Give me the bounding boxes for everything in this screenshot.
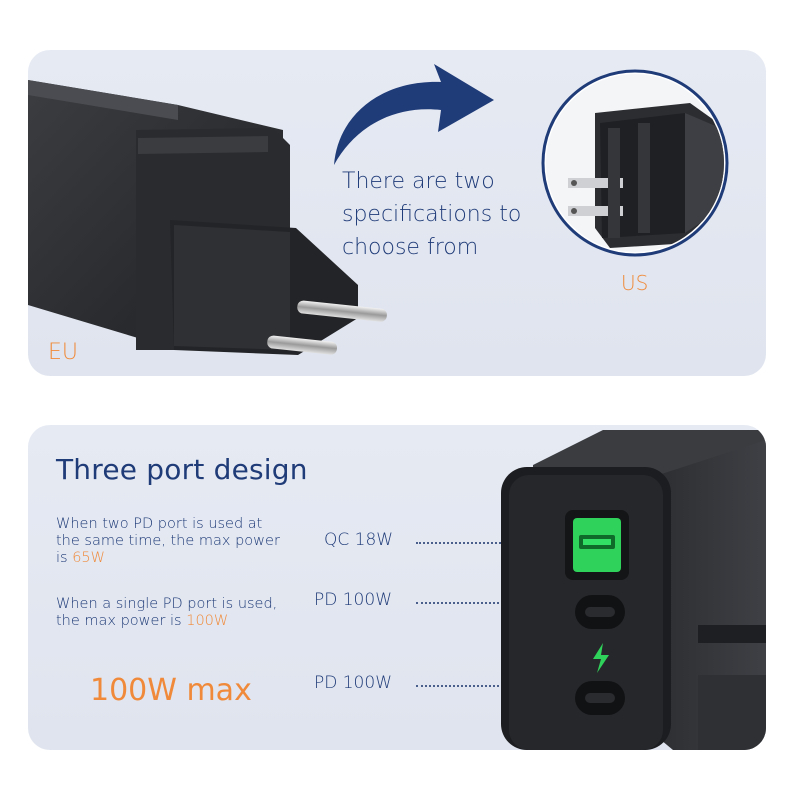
desc1-line3-prefix: is	[56, 550, 73, 566]
us-plug-image	[541, 69, 729, 257]
curved-arrow-icon	[334, 64, 494, 165]
leader-line-qc	[416, 542, 544, 544]
desc1-line1: When two PD port is used at	[56, 516, 263, 532]
single-pd-power-value: 100W	[186, 613, 229, 629]
eu-label: EU	[48, 340, 79, 365]
max-power-label: 100W max	[90, 673, 252, 708]
three-port-charger-image	[501, 430, 766, 750]
eu-us-plug-panel: There are two specifications to choose f…	[28, 50, 766, 376]
single-pd-description: When a single PD port is used, the max p…	[56, 596, 277, 630]
port-label-pd-2: PD 100W	[314, 673, 393, 693]
spec-line-3: choose from	[342, 235, 479, 260]
spec-line-1: There are two	[342, 169, 495, 194]
desc2-line1: When a single PD port is used,	[56, 596, 278, 612]
specifications-text: There are two specifications to choose f…	[342, 165, 521, 264]
section-title: Three port design	[56, 453, 308, 486]
three-port-panel: Three port design When two PD port is us…	[28, 425, 766, 750]
dual-pd-description: When two PD port is used at the same tim…	[56, 516, 280, 567]
desc1-line3: is 65W	[56, 550, 280, 567]
port-label-qc: QC 18W	[324, 530, 394, 550]
eu-charger-image	[28, 80, 387, 355]
leader-line-pd-2	[416, 685, 551, 687]
dual-pd-power-value: 65W	[72, 550, 105, 566]
desc2-line2-prefix: the max power is	[56, 613, 187, 629]
spec-line-2: specifications to	[342, 202, 522, 227]
desc2-line2: the max power is 100W	[56, 613, 277, 630]
leader-line-pd-1	[416, 602, 551, 604]
port-label-pd-1: PD 100W	[314, 590, 393, 610]
us-label: US	[621, 271, 649, 295]
desc1-line2: the same time, the max power	[56, 533, 280, 549]
